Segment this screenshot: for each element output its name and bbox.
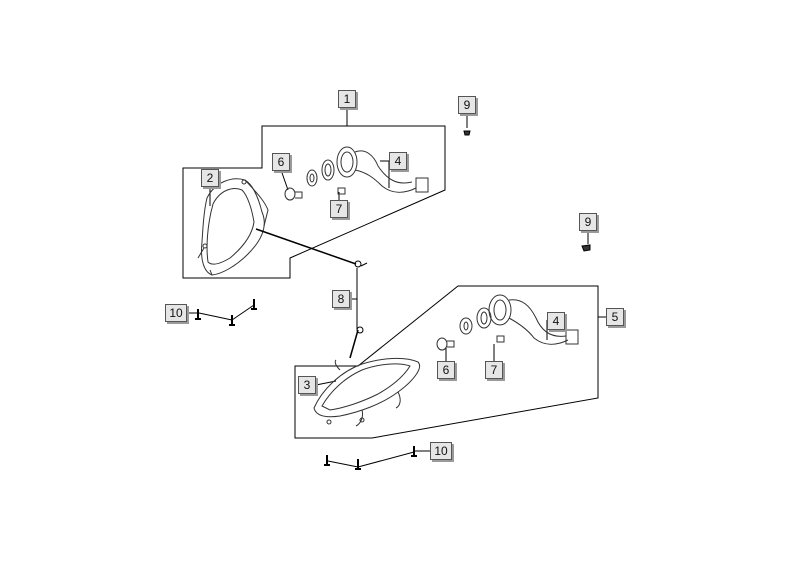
clip-9-lower: [581, 244, 591, 252]
callout-3: 3: [298, 376, 316, 394]
assembly-1-outline: [182, 108, 446, 279]
callout-7-lower: 7: [485, 361, 503, 379]
clip-9-upper: [463, 130, 471, 136]
callout-10-upper: 10: [165, 304, 187, 322]
callout-6-upper: 6: [272, 153, 290, 171]
callout-4-upper: 4: [389, 152, 407, 170]
headlight-lens-lower: [313, 357, 420, 427]
callout-8: 8: [332, 290, 350, 308]
callout-7-upper: 7: [330, 200, 348, 218]
small-bulb-upper: [337, 187, 346, 195]
leader-6a: [280, 169, 289, 191]
headlight-lens-upper: [197, 178, 269, 276]
bulb-socket-lower: [459, 294, 579, 345]
callout-1: 1: [338, 90, 356, 108]
callout-9-upper: 9: [458, 96, 476, 114]
bulb-lower: [436, 337, 455, 351]
callout-10-lower: 10: [430, 442, 452, 460]
adjuster-rod: [255, 228, 368, 359]
bulb-upper: [284, 187, 303, 201]
bulb-socket-upper: [306, 146, 429, 193]
screws-10-lower: [324, 446, 417, 470]
callout-9-lower: 9: [579, 213, 597, 231]
assembly-5-outline: [294, 285, 606, 439]
callout-2: 2: [201, 169, 219, 187]
callout-4-lower: 4: [547, 312, 565, 330]
small-bulb-lower: [496, 335, 505, 343]
callout-5: 5: [606, 308, 624, 326]
callout-6-lower: 6: [437, 361, 455, 379]
screws-10-upper: [195, 299, 257, 326]
